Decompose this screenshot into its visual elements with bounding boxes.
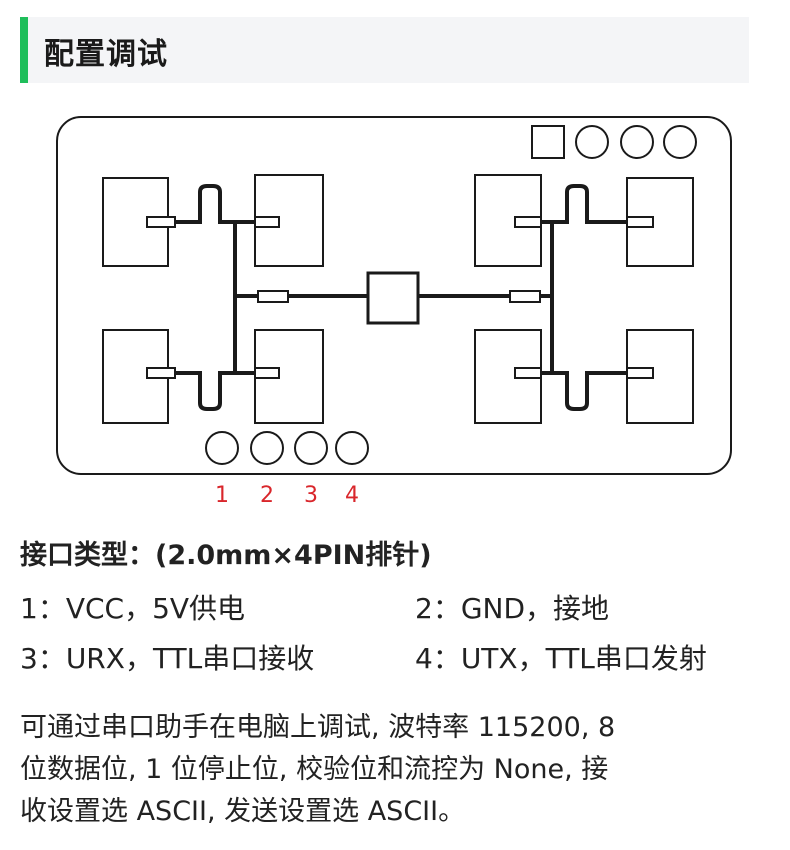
feed-stub xyxy=(254,367,280,379)
feed-stub xyxy=(514,216,542,228)
feed-line xyxy=(147,184,276,224)
round-pad xyxy=(663,125,697,159)
feed-stub xyxy=(146,216,176,228)
feed-line xyxy=(147,371,276,411)
feed-stub xyxy=(626,367,654,379)
center-chip xyxy=(366,271,420,325)
feed-stub xyxy=(509,290,541,303)
description-line: 收设置选 ASCII, 发送设置选 ASCII。 xyxy=(20,796,466,827)
feed-stub xyxy=(257,290,289,303)
pin-number-2: 2 xyxy=(260,483,274,508)
pin-desc-utx: 4：UTX，TTL串口发射 xyxy=(415,642,707,675)
description-line: 可通过串口助手在电脑上调试, 波特率 115200, 8 xyxy=(20,712,616,743)
board-outline xyxy=(56,116,732,475)
section-title: 配置调试 xyxy=(44,37,168,72)
round-pad xyxy=(575,125,609,159)
pin-number-3: 3 xyxy=(304,483,318,508)
module-board-diagram: 1 2 3 4 xyxy=(56,116,732,508)
round-pad xyxy=(620,125,654,159)
section-header: 配置调试 xyxy=(20,17,749,83)
pin-pad-3 xyxy=(294,431,328,465)
pin-desc-urx: 3：URX，TTL串口接收 xyxy=(20,642,315,675)
interface-type-title: 接口类型：(2.0mm×4PIN排针) xyxy=(20,540,432,571)
pin-pad-4 xyxy=(335,431,369,465)
pin-pad-1 xyxy=(205,431,239,465)
feed-line xyxy=(515,184,653,224)
pin-desc-vcc: 1：VCC，5V供电 xyxy=(20,592,246,625)
feed-line xyxy=(515,371,653,411)
debug-description: 可通过串口助手在电脑上调试, 波特率 115200, 8 位数据位, 1 位停止… xyxy=(20,707,780,833)
accent-bar xyxy=(20,17,28,83)
description-line: 位数据位, 1 位停止位, 校验位和流控为 None, 接 xyxy=(20,754,609,785)
feed-stub xyxy=(626,216,654,228)
pin-number-1: 1 xyxy=(215,483,229,508)
square-pad xyxy=(531,125,565,159)
feed-stub xyxy=(254,216,280,228)
feed-stub xyxy=(146,367,176,379)
pin-desc-gnd: 2：GND，接地 xyxy=(415,592,610,625)
pin-number-4: 4 xyxy=(345,483,359,508)
pin-pad-2 xyxy=(250,431,284,465)
feed-stub xyxy=(514,367,542,379)
